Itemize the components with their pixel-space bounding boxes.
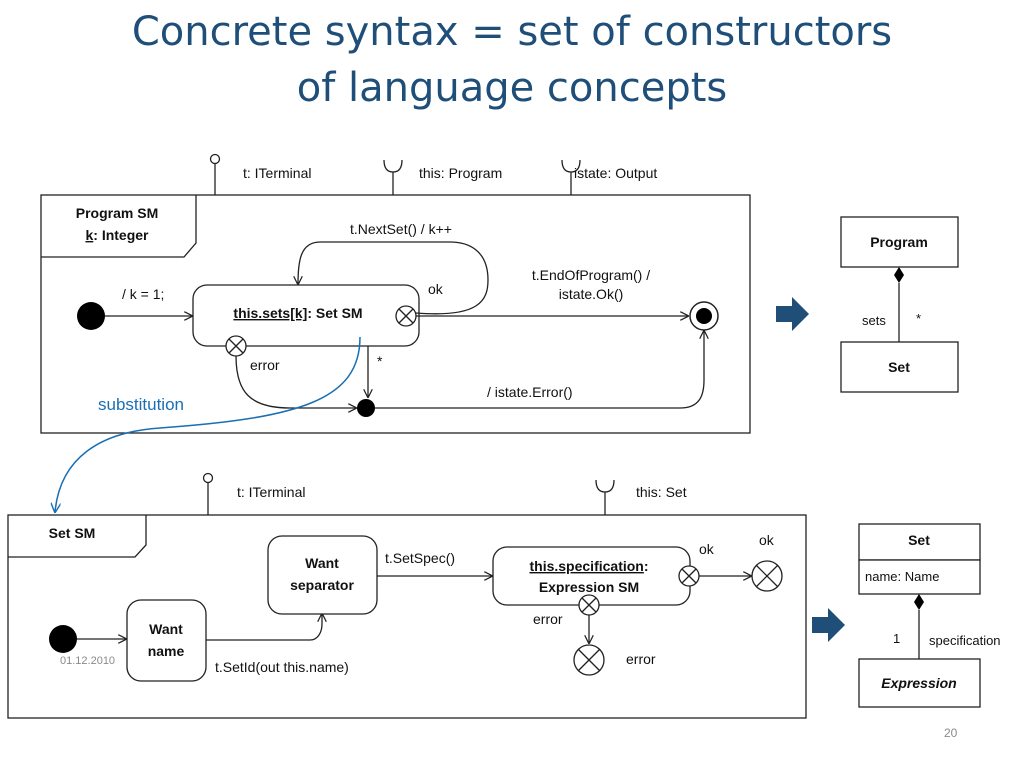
bottom-frame (7, 514, 807, 719)
port-label-program: this: Program (419, 165, 502, 181)
spec-error-label: error (533, 611, 563, 627)
top-initial-pseudostate (77, 302, 105, 330)
state-specification-name: this.specification (529, 558, 643, 574)
state-specification-colon: : (644, 558, 649, 574)
top-loop-label: t.NextSet() / k++ (350, 221, 452, 237)
state-want-separator (267, 535, 378, 615)
spec-ok-label: ok (699, 541, 715, 557)
top-error-label: error (250, 357, 280, 373)
port-output (561, 159, 581, 195)
state-want-name (126, 599, 207, 682)
top-final-state (689, 301, 719, 331)
state-want-separator-line2: separator (290, 577, 354, 593)
state-want-name-line2: name (148, 643, 185, 659)
transition-set-spec-label: t.SetSpec() (385, 550, 455, 566)
top-frame-attr-name: k (85, 227, 93, 243)
top-frame-title: Program SM (76, 205, 158, 221)
bottom-exit-point-error (573, 644, 605, 676)
composition-diamond-icon (914, 594, 924, 610)
class-expression (858, 658, 981, 708)
title-line-2: of language concepts (296, 65, 728, 111)
class-set-label: Set (888, 359, 910, 375)
class-bottom-multiplicity: 1 (893, 631, 900, 646)
composition-diamond-icon (894, 267, 904, 283)
state-want-name-line1: Want (149, 621, 183, 637)
top-right-arrow-icon (776, 297, 809, 331)
top-ok-label: ok (428, 281, 444, 297)
top-state-machine: t: ITerminal this: Program istate: Outpu… (40, 153, 751, 434)
port-iterminal (209, 153, 221, 195)
bottom-exit-point-ok (751, 560, 783, 592)
bottom-frame-tab (8, 515, 147, 558)
class-program-label: Program (870, 234, 928, 250)
top-state-label-rest: : Set SM (307, 305, 362, 321)
top-frame-attribute: k: Integer (85, 227, 149, 243)
bottom-port-label-iterminal: t: ITerminal (237, 484, 305, 500)
slide-date: 01.12.2010 (60, 655, 116, 667)
slide-page-number: 20 (944, 726, 958, 740)
class-expression-label: Expression (881, 675, 956, 691)
top-frame (40, 194, 751, 434)
state-specification-line1: this.specification: (529, 558, 648, 574)
top-loop-transition (298, 241, 489, 315)
bottom-right-arrow-icon (812, 608, 845, 642)
spec-exit-point-ok (678, 565, 700, 587)
top-end-label-2: istate.Ok() (559, 286, 624, 302)
top-end-label-1: t.EndOfProgram() / (532, 267, 650, 283)
top-frame-tab (41, 195, 197, 258)
top-error-final-label: / istate.Error() (487, 384, 573, 400)
top-error-to-final (375, 331, 704, 409)
class-set-header (858, 523, 981, 561)
top-class-diagram: Program sets * Set (840, 216, 959, 393)
top-exit-point-error (225, 335, 247, 357)
bottom-error-label: error (626, 651, 656, 667)
top-state-label: this.sets[k]: Set SM (233, 305, 362, 321)
state-want-separator-line1: Want (305, 555, 339, 571)
port-program (383, 159, 403, 195)
substitution-arrow (55, 336, 361, 512)
class-bottom-role: specification (929, 633, 1001, 648)
class-top-multiplicity: * (916, 311, 921, 326)
slide-title: Concrete syntax = set of constructors of… (0, 4, 1024, 116)
bottom-ok-label: ok (759, 532, 775, 548)
class-set-attribute: name: Name (865, 569, 939, 584)
transition-set-id (206, 614, 322, 641)
bottom-port-set (595, 479, 615, 515)
substitution-label: substitution (98, 395, 184, 414)
bottom-state-machine: t: ITerminal this: Set Set SM Want name … (7, 472, 807, 719)
top-star-label: * (377, 353, 383, 369)
port-label-iterminal: t: ITerminal (243, 165, 311, 181)
class-program (840, 216, 959, 268)
top-junction (357, 399, 375, 417)
bottom-frame-title: Set SM (49, 525, 96, 541)
state-specification-line2: Expression SM (539, 579, 639, 595)
spec-exit-point-error (578, 594, 600, 616)
class-set-name: Set (908, 532, 930, 548)
top-state-label-name: this.sets[k] (233, 305, 307, 321)
port-label-output: istate: Output (574, 165, 657, 181)
transition-set-id-label: t.SetId(out this.name) (215, 659, 349, 675)
top-exit-point-ok (395, 305, 417, 327)
bottom-port-label-set: this: Set (636, 484, 687, 500)
bottom-initial-pseudostate (49, 625, 77, 653)
class-set-attributes (858, 559, 981, 595)
class-top-role: sets (862, 313, 886, 328)
bottom-port-iterminal (202, 472, 214, 515)
top-error-transition (235, 355, 356, 408)
title-line-1: Concrete syntax = set of constructors (131, 9, 893, 55)
bottom-class-diagram: Set name: Name 1 specification Expressio… (858, 523, 1001, 708)
top-frame-attr-rest: : Integer (93, 227, 149, 243)
top-init-transition-label: / k = 1; (122, 286, 164, 302)
class-set (840, 341, 959, 393)
